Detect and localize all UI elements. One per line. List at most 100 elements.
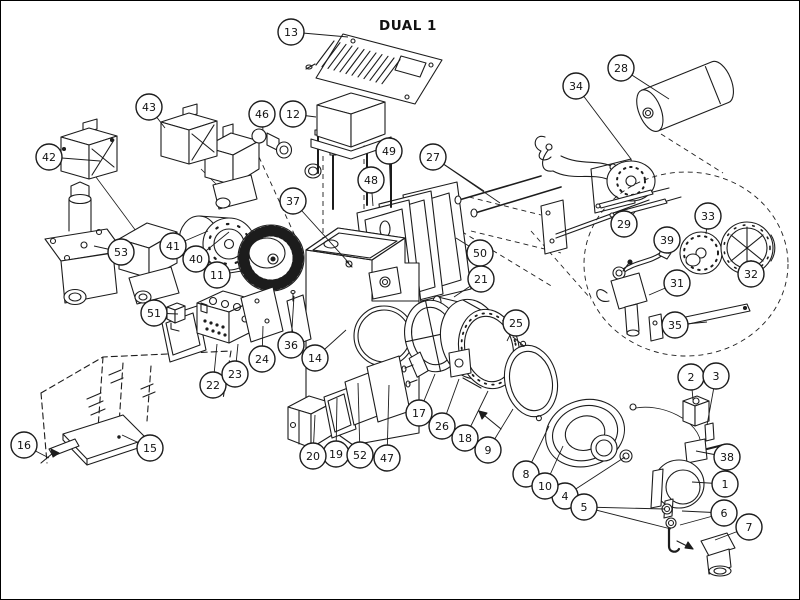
part-fuel-pump-assembly-34 bbox=[534, 135, 656, 255]
part-motor-shaft-fitting bbox=[642, 107, 654, 119]
svg-text:23: 23 bbox=[228, 368, 242, 381]
detail-view-boundary bbox=[583, 171, 789, 357]
svg-text:52: 52 bbox=[353, 449, 367, 462]
callout-47: 47 bbox=[373, 444, 401, 472]
svg-text:31: 31 bbox=[670, 277, 684, 290]
callout-10: 10 bbox=[531, 472, 559, 500]
part-solenoid-coil-43 bbox=[160, 103, 218, 165]
svg-text:22: 22 bbox=[206, 379, 220, 392]
svg-text:16: 16 bbox=[17, 439, 31, 452]
svg-text:26: 26 bbox=[435, 420, 449, 433]
svg-text:32: 32 bbox=[744, 268, 758, 281]
part-fan-motor-8-10 bbox=[545, 398, 626, 468]
callout-43: 43 bbox=[135, 93, 163, 121]
callout-41: 41 bbox=[159, 232, 187, 260]
svg-text:14: 14 bbox=[308, 352, 322, 365]
part-blower-wheel-11 bbox=[237, 224, 305, 292]
callout-39: 39 bbox=[653, 226, 681, 254]
callout-27: 27 bbox=[419, 143, 447, 171]
part-box-gasket-19 bbox=[323, 387, 357, 439]
part-long-screws-27 bbox=[454, 175, 562, 218]
part-housing-screw-37 bbox=[345, 260, 353, 268]
svg-text:29: 29 bbox=[617, 218, 631, 231]
callout-38: 38 bbox=[713, 443, 741, 471]
part-coil-stem-3 bbox=[704, 422, 715, 442]
svg-text:48: 48 bbox=[364, 174, 378, 187]
svg-text:42: 42 bbox=[42, 151, 56, 164]
callout-1: 1 bbox=[711, 470, 739, 498]
part-elbow-fitting-4 bbox=[619, 449, 633, 463]
callout-9: 9 bbox=[474, 436, 502, 464]
callout-49: 49 bbox=[375, 137, 403, 165]
callout-23: 23 bbox=[221, 360, 249, 388]
part-wire-terminal bbox=[629, 403, 637, 411]
svg-text:19: 19 bbox=[329, 448, 343, 461]
callout-34: 34 bbox=[562, 72, 590, 100]
part-air-band-latch-26 bbox=[448, 348, 472, 378]
part-pump-end-plate-33 bbox=[679, 231, 723, 275]
svg-text:41: 41 bbox=[166, 240, 180, 253]
callout-46: 46 bbox=[248, 100, 276, 128]
svg-text:18: 18 bbox=[458, 432, 472, 445]
part-pressure-regulator-53 bbox=[44, 181, 124, 306]
callout-22: 22 bbox=[199, 371, 227, 399]
callout-51: 51 bbox=[140, 299, 168, 327]
svg-text:9: 9 bbox=[485, 444, 492, 457]
callout-52: 52 bbox=[346, 441, 374, 469]
svg-text:43: 43 bbox=[142, 101, 156, 114]
svg-text:36: 36 bbox=[284, 339, 298, 352]
callout-24: 24 bbox=[248, 345, 276, 373]
callout-33: 33 bbox=[694, 202, 722, 230]
callout-48: 48 bbox=[357, 166, 385, 194]
callout-35: 35 bbox=[661, 311, 689, 339]
callout-14: 14 bbox=[301, 344, 329, 372]
svg-text:49: 49 bbox=[382, 145, 396, 158]
svg-text:3: 3 bbox=[713, 370, 720, 383]
part-retainer-strip-16 bbox=[40, 438, 80, 464]
callout-3: 3 bbox=[702, 362, 730, 390]
leader-line-5 bbox=[583, 506, 672, 530]
diagram-title: DUAL 1 bbox=[379, 18, 437, 34]
part-union-fitting-46 bbox=[251, 128, 322, 179]
svg-text:15: 15 bbox=[143, 442, 157, 455]
svg-text:8: 8 bbox=[523, 468, 530, 481]
part-solenoid-coil-42 bbox=[60, 118, 118, 180]
part-switch-51 bbox=[166, 302, 186, 332]
callout-11: 11 bbox=[203, 261, 231, 289]
svg-text:40: 40 bbox=[189, 253, 203, 266]
svg-text:1: 1 bbox=[722, 478, 729, 491]
svg-text:7: 7 bbox=[746, 521, 753, 534]
callout-53: 53 bbox=[107, 238, 135, 266]
callout-19: 19 bbox=[322, 440, 350, 468]
callout-20: 20 bbox=[299, 442, 327, 470]
callout-2: 2 bbox=[677, 363, 705, 391]
callout-50: 50 bbox=[466, 239, 494, 267]
callout-7: 7 bbox=[735, 513, 763, 541]
part-motor-cylinder-28 bbox=[636, 60, 734, 132]
callout-12: 12 bbox=[279, 100, 307, 128]
callout-37: 37 bbox=[279, 187, 307, 215]
svg-text:35: 35 bbox=[668, 319, 682, 332]
callout-13: 13 bbox=[277, 18, 305, 46]
callout-26: 26 bbox=[428, 412, 456, 440]
svg-text:21: 21 bbox=[474, 273, 488, 286]
part-solenoid-coil-2 bbox=[682, 395, 710, 427]
callout-31: 31 bbox=[663, 269, 691, 297]
svg-text:37: 37 bbox=[286, 195, 300, 208]
part-nozzle-line-39 bbox=[612, 248, 672, 280]
svg-text:33: 33 bbox=[701, 210, 715, 223]
svg-text:34: 34 bbox=[569, 80, 583, 93]
part-nozzle-adapter-7 bbox=[700, 532, 736, 577]
callout-40: 40 bbox=[182, 245, 210, 273]
part-oil-valve-body-31 bbox=[596, 259, 648, 337]
callout-5: 5 bbox=[570, 493, 598, 521]
svg-text:47: 47 bbox=[380, 452, 394, 465]
svg-text:27: 27 bbox=[426, 151, 440, 164]
svg-text:20: 20 bbox=[306, 450, 320, 463]
callout-25: 25 bbox=[502, 309, 530, 337]
part-plate-24 bbox=[240, 286, 284, 343]
svg-text:4: 4 bbox=[562, 490, 569, 503]
